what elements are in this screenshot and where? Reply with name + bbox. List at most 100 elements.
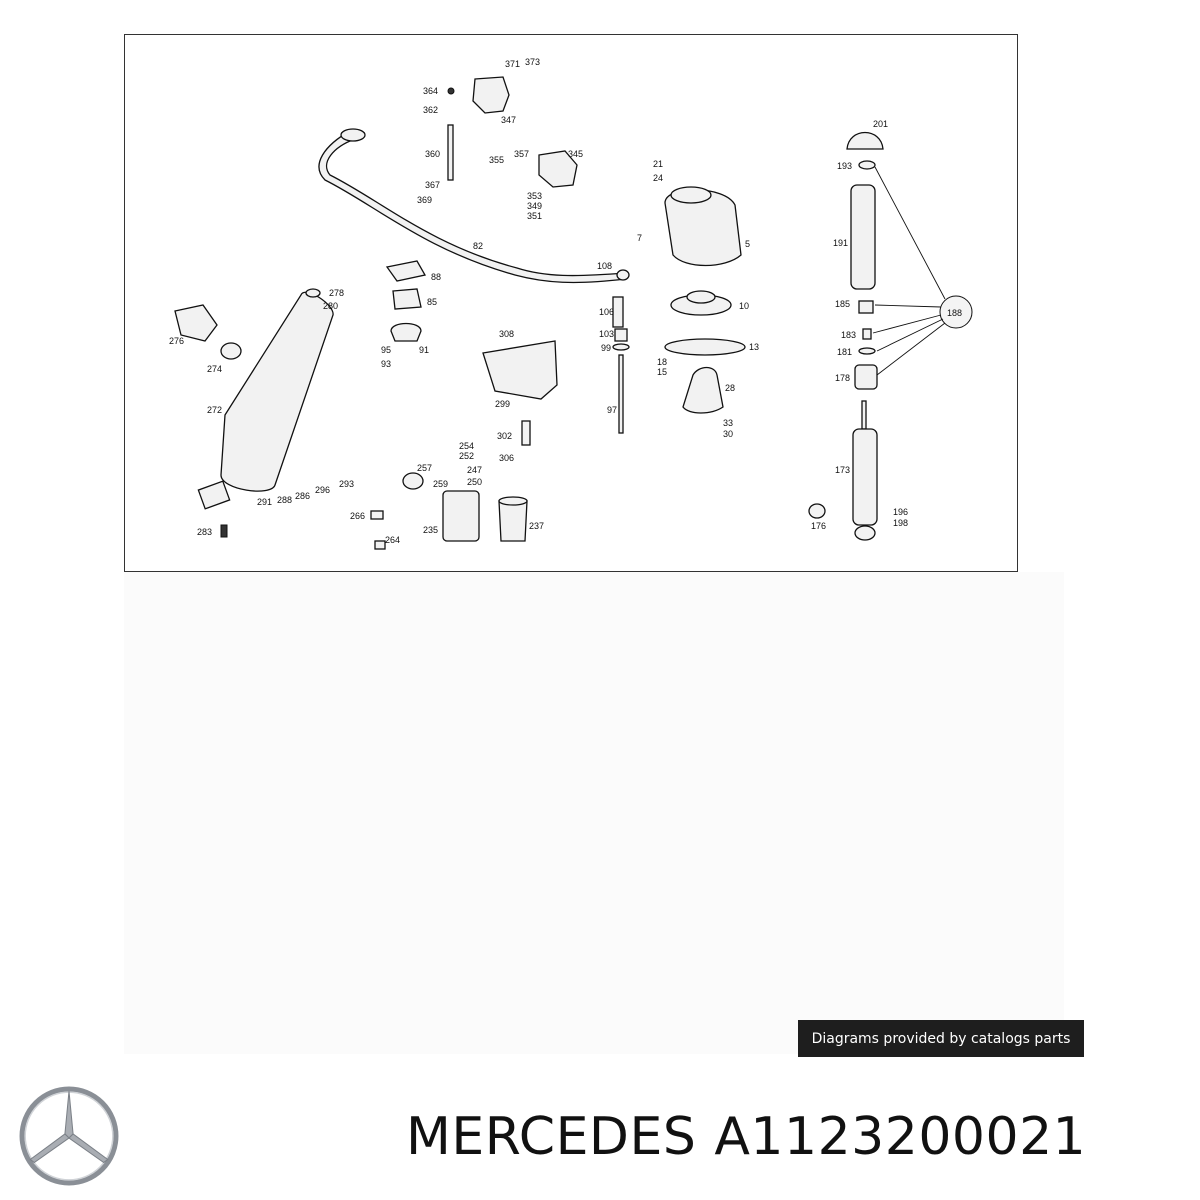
callout: 30: [723, 429, 733, 439]
callout: 252: [459, 451, 474, 461]
callout: 299: [495, 399, 510, 409]
callout: 254: [459, 441, 474, 451]
callout: 88: [431, 272, 441, 282]
callout: 250: [467, 477, 482, 487]
callout: 108: [597, 261, 612, 271]
callout: 274: [207, 364, 222, 374]
sleeve-103: [614, 328, 628, 342]
seal-ring-13: [664, 338, 746, 356]
callout: 272: [207, 405, 222, 415]
washer-181: [858, 347, 876, 355]
callout: 288: [277, 495, 292, 505]
callout: 93: [381, 359, 391, 369]
leveling-valve: [472, 76, 510, 114]
bracket-plate-299: [482, 340, 558, 400]
callout: 95: [381, 345, 391, 355]
fitting-302: [521, 420, 531, 446]
leveling-valve-345: [538, 150, 578, 188]
callout: 355: [489, 155, 504, 165]
valve-rod-360: [447, 124, 454, 181]
shock-eye: [854, 525, 876, 541]
bushing-176: [808, 503, 826, 519]
callout: 188: [947, 308, 962, 318]
pressure-valve-276: [174, 304, 218, 342]
callout: 7: [637, 233, 642, 243]
callout-circle-188: [939, 295, 973, 329]
rubber-mount-85: [392, 288, 422, 310]
callout: 173: [835, 465, 850, 475]
brand-name: MERCEDES: [406, 1107, 697, 1167]
callout: 5: [745, 239, 750, 249]
cap-193: [858, 160, 876, 170]
callout: 99: [601, 343, 611, 353]
bushing-183: [862, 328, 872, 340]
callout: 33: [723, 418, 733, 428]
callout: 191: [833, 238, 848, 248]
callout: 357: [514, 149, 529, 159]
long-bolt-97: [618, 354, 624, 434]
callout: 280: [323, 301, 338, 311]
rubber-buffer-178: [854, 364, 878, 390]
callout: 371: [505, 59, 520, 69]
callout: 293: [339, 479, 354, 489]
callout: 308: [499, 329, 514, 339]
callout: 21: [653, 159, 663, 169]
callout: 276: [169, 336, 184, 346]
credit-text: Diagrams provided by catalogs parts: [811, 1030, 1071, 1047]
callout: 364: [423, 86, 438, 96]
callout: 181: [837, 347, 852, 357]
callout: 185: [835, 299, 850, 309]
callout: 176: [811, 521, 826, 531]
callout: 360: [425, 149, 440, 159]
callout-labels: 371 373 364 362 347 360 355 357 345 367 …: [169, 57, 962, 545]
callout: 10: [739, 301, 749, 311]
filter-housing-235: [442, 490, 480, 542]
callout: 283: [197, 527, 212, 537]
callout: 349: [527, 201, 542, 211]
callout: 367: [425, 180, 440, 190]
callout: 237: [529, 521, 544, 531]
diagram-credit-badge: Diagrams provided by catalogs parts: [798, 1020, 1084, 1057]
parts-diagram: 371 373 364 362 347 360 355 357 345 367 …: [169, 57, 973, 550]
bushing-257: [402, 472, 424, 490]
callout: 178: [835, 373, 850, 383]
callout: 347: [501, 115, 516, 125]
callout: 286: [295, 491, 310, 501]
callout: 97: [607, 405, 617, 415]
callout: 235: [423, 525, 438, 535]
stabilizer-bar-eye: [340, 128, 366, 142]
callout: 85: [427, 297, 437, 307]
bump-stop-28: [682, 366, 724, 414]
mercedes-star-icon: [19, 1086, 119, 1186]
callout: 351: [527, 211, 542, 221]
rubber-mount-10-top: [686, 290, 716, 304]
callout: 291: [257, 497, 272, 507]
callout: 306: [499, 453, 514, 463]
callout: 193: [837, 161, 852, 171]
fitting-266: [370, 510, 384, 520]
callout: 201: [873, 119, 888, 129]
callout: 264: [385, 535, 400, 545]
callout: 345: [568, 149, 583, 159]
callout: 106: [599, 307, 614, 317]
callout: 296: [315, 485, 330, 495]
rubber-buffer-185: [858, 300, 874, 314]
parts-diagram-frame: 371 373 364 362 347 360 355 357 345 367 …: [124, 34, 1018, 572]
callout: 24: [653, 173, 663, 183]
part-title: MERCEDES A1123200021: [406, 1107, 1186, 1167]
shock-absorber-173: [852, 428, 878, 526]
callout: 266: [350, 511, 365, 521]
callout: 257: [417, 463, 432, 473]
callout: 103: [599, 329, 614, 339]
callout: 183: [841, 330, 856, 340]
valve-bolt: [447, 87, 455, 95]
diagram-faded-background: [124, 572, 1064, 1054]
callout: 302: [497, 431, 512, 441]
callout: 196: [893, 507, 908, 517]
bolt-283: [220, 524, 228, 538]
protective-tube-191: [850, 184, 876, 290]
mounting-bracket-88: [385, 260, 427, 282]
sleeve-106: [612, 296, 624, 328]
filter-cup-rim: [498, 496, 528, 506]
part-number: A1123200021: [714, 1107, 1087, 1167]
